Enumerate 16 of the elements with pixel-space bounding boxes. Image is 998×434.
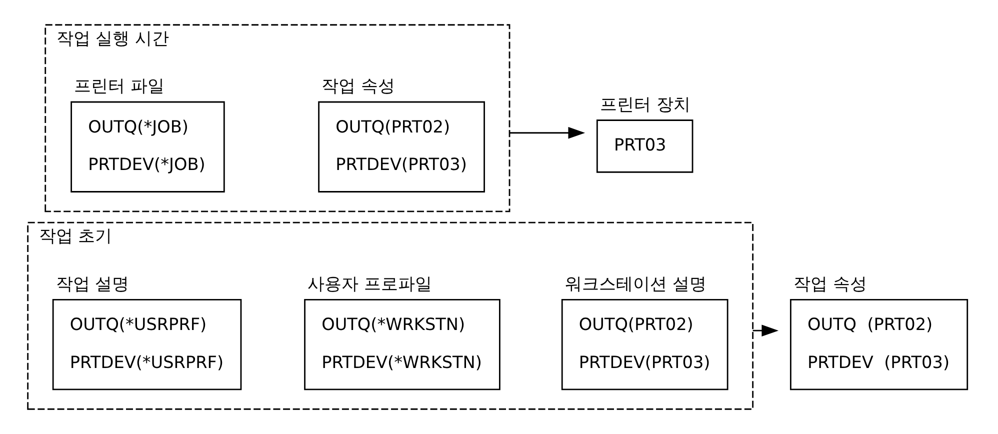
node-box: OUTQ(*WRKSTN) PRTDEV(*WRKSTN) — [304, 299, 500, 390]
node-box: OUTQ(*USRPRF) PRTDEV(*USRPRF) — [52, 299, 242, 390]
node-box: OUTQ(PRT02) PRTDEV(PRT03) — [318, 101, 485, 192]
arrow — [510, 126, 586, 139]
node-box: PRT03 — [596, 120, 694, 173]
arrow — [752, 324, 779, 336]
node-label: 작업 속성 — [793, 273, 867, 294]
node-box: OUTQ (PRT02) PRTDEV (PRT03) — [790, 299, 968, 390]
node-label: 프린터 장치 — [600, 94, 690, 114]
node-label: 작업 설명 — [56, 273, 130, 294]
node-label: 프린터 파일 — [74, 76, 164, 96]
node-label: 사용자 프로파일 — [308, 273, 432, 294]
node-label: 워크스테이션 설명 — [564, 273, 706, 294]
node-box: OUTQ(PRT02) PRTDEV(PRT03) — [561, 299, 728, 390]
node-label: 작업 속성 — [322, 76, 395, 96]
node-box: OUTQ(*JOB) PRTDEV(*JOB) — [70, 101, 225, 192]
